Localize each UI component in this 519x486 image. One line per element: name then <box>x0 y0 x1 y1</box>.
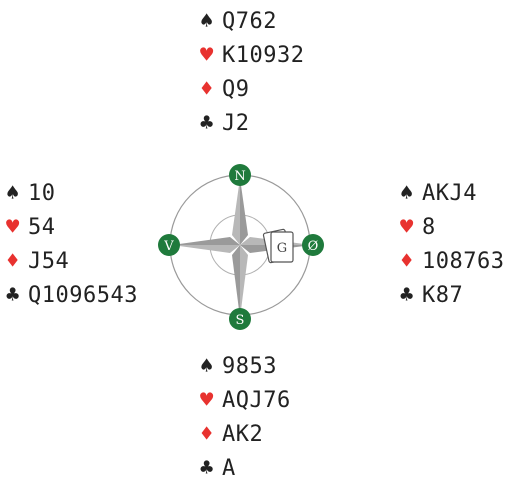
spade-icon: ♠ <box>400 181 414 206</box>
south-spades-cards: 9853 <box>222 354 277 379</box>
hand-east: ♠AKJ4 ♥8 ♦108763 ♣K87 <box>400 177 504 313</box>
club-icon: ♣ <box>200 111 214 136</box>
west-spades-cards: 10 <box>28 181 56 206</box>
compass-north-label: N <box>234 169 245 184</box>
diamond-icon: ♦ <box>6 249 20 274</box>
hand-south: ♠9853 ♥AQJ76 ♦AK2 ♣A <box>200 350 291 486</box>
diamond-icon: ♦ <box>200 77 214 102</box>
spade-icon: ♠ <box>200 354 214 379</box>
south-clubs-row: ♣A <box>200 452 291 486</box>
compass-west-label: V <box>163 239 174 254</box>
diamond-icon: ♦ <box>200 422 214 447</box>
south-hearts-cards: AQJ76 <box>222 388 291 413</box>
compass-north-badge: N <box>229 164 251 186</box>
dealer-card-stack: G <box>262 228 294 264</box>
south-diamonds-cards: AK2 <box>222 422 264 447</box>
west-clubs-cards: Q1096543 <box>28 283 138 308</box>
south-hearts-row: ♥ AQJ76 <box>200 384 291 418</box>
north-hearts-cards: K10932 <box>222 43 305 68</box>
north-hearts-row: ♥ K10932 <box>200 39 304 73</box>
west-diamonds-cards: J54 <box>28 249 70 274</box>
club-icon: ♣ <box>200 456 214 481</box>
heart-icon: ♥ <box>200 388 214 413</box>
compass-west-badge: V <box>158 234 180 256</box>
north-clubs-row: ♣ J2 <box>200 107 304 141</box>
east-clubs-row: ♣ K87 <box>400 279 504 313</box>
hand-north: ♠ Q762 ♥ K10932 ♦ Q9 ♣ J2 <box>200 5 304 141</box>
spade-icon: ♠ <box>6 181 20 206</box>
south-clubs-cards: A <box>222 456 236 481</box>
south-diamonds-row: ♦ AK2 <box>200 418 291 452</box>
heart-icon: ♥ <box>400 215 414 240</box>
east-spades-cards: AKJ4 <box>422 181 477 206</box>
north-diamonds-cards: Q9 <box>222 77 250 102</box>
east-diamonds-cards: 108763 <box>422 249 505 274</box>
east-hearts-row: ♥8 <box>400 211 504 245</box>
west-spades-row: ♠ 10 <box>6 177 138 211</box>
east-spades-row: ♠ AKJ4 <box>400 177 504 211</box>
north-clubs-cards: J2 <box>222 111 250 136</box>
hand-west: ♠ 10 ♥ 54 ♦ J54 ♣ Q1096543 <box>6 177 138 313</box>
compass-east-label: Ø <box>308 239 319 254</box>
east-diamonds-row: ♦ 108763 <box>400 245 504 279</box>
club-icon: ♣ <box>6 283 20 308</box>
east-hearts-cards: 8 <box>422 215 436 240</box>
west-hearts-cards: 54 <box>28 215 56 240</box>
south-spades-row: ♠ 9853 <box>200 350 291 384</box>
north-spades-cards: Q762 <box>222 9 277 34</box>
heart-icon: ♥ <box>200 43 214 68</box>
east-clubs-cards: K87 <box>422 283 464 308</box>
compass-east-badge: Ø <box>302 234 324 256</box>
north-spades-row: ♠ Q762 <box>200 5 304 39</box>
compass-south-label: S <box>236 313 245 328</box>
north-diamonds-row: ♦ Q9 <box>200 73 304 107</box>
diamond-icon: ♦ <box>400 249 414 274</box>
dealer-marker: G <box>277 241 287 256</box>
spade-icon: ♠ <box>200 9 214 34</box>
club-icon: ♣ <box>400 283 414 308</box>
west-hearts-row: ♥ 54 <box>6 211 138 245</box>
west-diamonds-row: ♦ J54 <box>6 245 138 279</box>
heart-icon: ♥ <box>6 215 20 240</box>
west-clubs-row: ♣ Q1096543 <box>6 279 138 313</box>
compass-south-badge: S <box>229 308 251 330</box>
